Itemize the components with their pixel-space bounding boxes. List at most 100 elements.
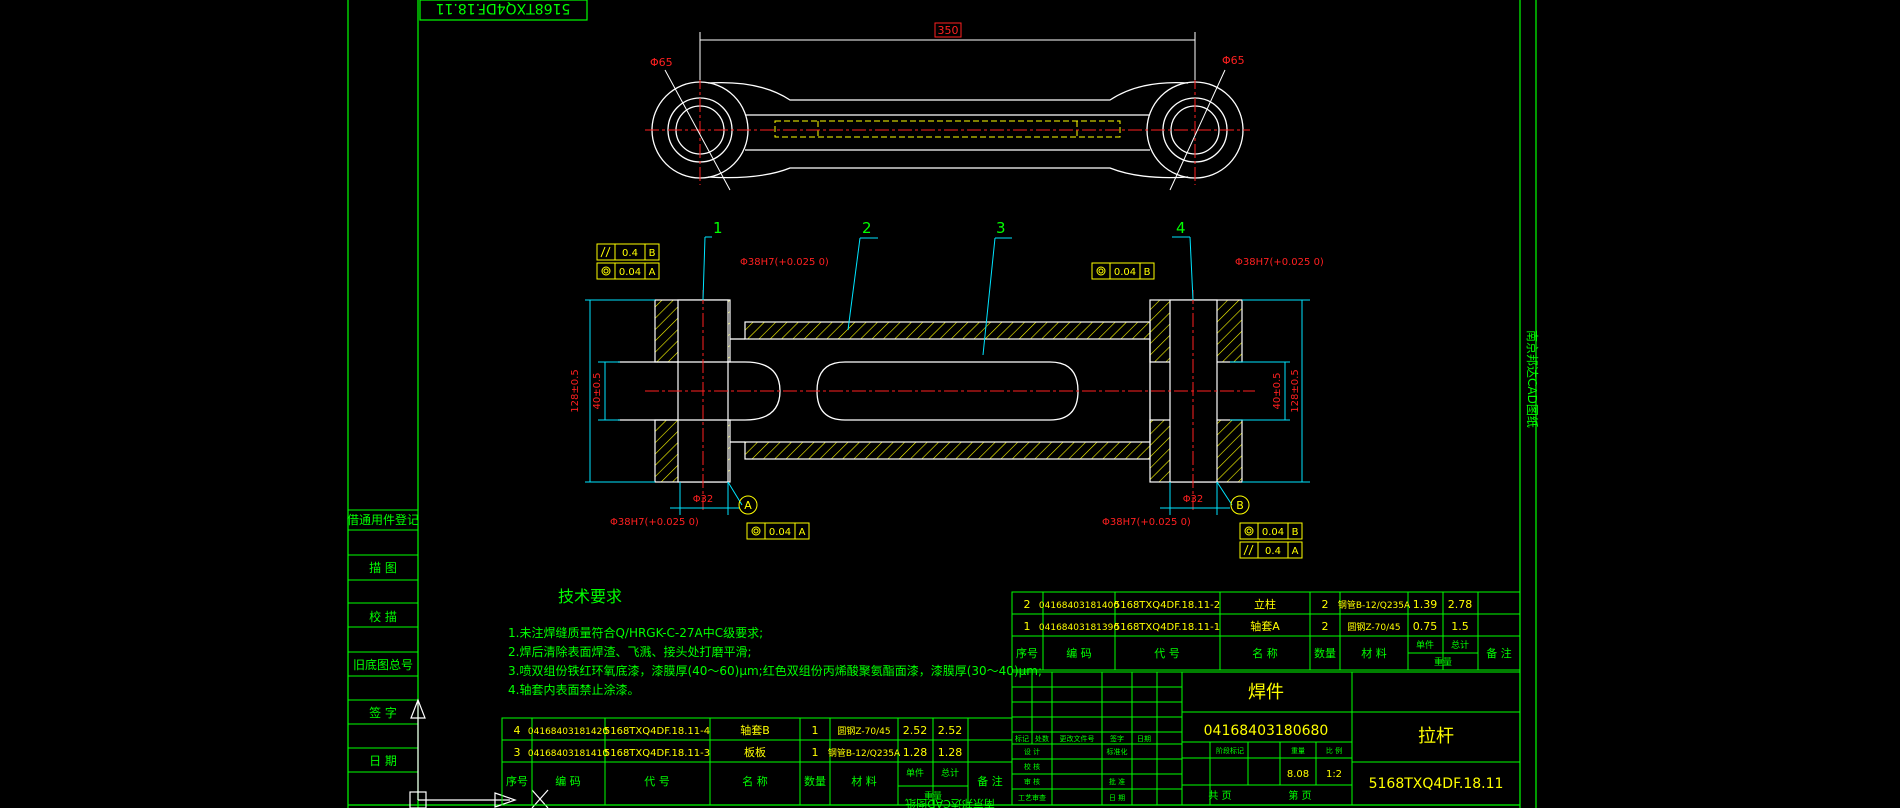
side-label-3: 旧底图总号 bbox=[353, 657, 413, 672]
title-fragment-text: 5168TXQ4DF.18.11 bbox=[436, 0, 571, 16]
title-code: 04168403180680 bbox=[1204, 723, 1329, 739]
bom-upper-r0-c6: 1.39 bbox=[1413, 598, 1438, 611]
bom-upper-h0: 序号 bbox=[1016, 646, 1038, 660]
dia-32-right: Φ32 bbox=[1183, 494, 1204, 505]
title-block: 焊件 04168403180680 拉杆 5168TXQ4DF.18.11 8.… bbox=[1011, 671, 1521, 806]
bom-upper-r0-c4: 2 bbox=[1322, 598, 1329, 611]
datum-a: A bbox=[744, 499, 752, 512]
bom-upper-r0-c1: 04168403181400 bbox=[1039, 601, 1119, 611]
dim-128-right: 128±0.5 bbox=[1290, 369, 1301, 412]
side-labels: 借通用件登记 描 图 校 描 旧底图总号 签 字 日 期 bbox=[347, 512, 419, 768]
bom-lower-h1: 编 码 bbox=[555, 774, 581, 788]
top-view-dimension bbox=[664, 32, 1226, 191]
bom-lower-r0-c7: 2.52 bbox=[938, 724, 963, 737]
bom-upper-r0-c3: 立柱 bbox=[1254, 597, 1276, 611]
bom-upper-h6: 单件 bbox=[1416, 639, 1434, 651]
bom-upper-h8: 备 注 bbox=[1486, 646, 1512, 660]
tol-datum-b-bottom-right: B bbox=[1292, 527, 1299, 538]
bom-upper-r1-c3: 轴套A bbox=[1250, 619, 1280, 633]
bom-upper-h3: 名 称 bbox=[1252, 646, 1278, 660]
tb-label-8: 重量 bbox=[1291, 747, 1305, 755]
bom-upper-h5: 材 料 bbox=[1361, 646, 1387, 660]
tb-label-4: 日期 bbox=[1137, 735, 1151, 743]
tol-datum-b-right-top: B bbox=[1144, 267, 1151, 278]
tb-label-0: 标记 bbox=[1015, 734, 1029, 743]
tech-requirements: 技术要求 1.未注焊缝质量符合Q/HRGK-C-27A中C级要求; 2.焊后清除… bbox=[508, 587, 1042, 697]
bom-lower-r1-c5: 钢管B-12/Q235A bbox=[828, 747, 901, 759]
bom-lower-h5: 材 料 bbox=[851, 774, 877, 788]
tb-label-6: 标准化 bbox=[1107, 747, 1128, 756]
tech-title: 技术要求 bbox=[558, 587, 622, 606]
tol-datum-a-bottom-left: A bbox=[799, 527, 806, 538]
balloon-4: 4 bbox=[1176, 219, 1186, 237]
bom-lower-r1-c0: 3 bbox=[514, 746, 521, 759]
title-type: 焊件 bbox=[1248, 682, 1284, 703]
side-label-5: 日 期 bbox=[369, 754, 397, 768]
bom-upper-r1-c4: 2 bbox=[1322, 620, 1329, 633]
bom-upper-weight: 重量 bbox=[1434, 656, 1452, 668]
tube-hatch-bottom bbox=[744, 441, 1151, 460]
section-view: 128±0.5 40±0.5 128±0.5 40±0.5 Φ32 Φ32 Φ3… bbox=[570, 219, 1324, 559]
bom-lower-r1-c1: 04168403181410 bbox=[528, 749, 608, 759]
tol-parallel-bottom-right: 0.4 bbox=[1265, 546, 1281, 557]
side-label-column bbox=[348, 509, 418, 773]
bom-lower-h8: 备 注 bbox=[977, 774, 1003, 788]
bom-upper-r0-c0: 2 bbox=[1024, 598, 1031, 611]
bom-upper: 2 04168403181400 5168TXQ4DF.18.11-2 立柱 2… bbox=[1011, 591, 1521, 671]
bom-lower-r1-c4: 1 bbox=[812, 746, 819, 759]
side-label-4: 签 字 bbox=[369, 705, 397, 720]
datum-b: B bbox=[1236, 499, 1244, 512]
bom-lower-h0: 序号 bbox=[506, 774, 528, 788]
bom-lower-r0-c0: 4 bbox=[514, 724, 521, 737]
tech-line-1: 1.未注焊缝质量符合Q/HRGK-C-27A中C级要求; bbox=[508, 625, 763, 640]
right-vertical-label: 南京邦达CAD图纸 bbox=[1525, 330, 1540, 428]
balloon-2: 2 bbox=[862, 219, 872, 237]
balloon-3: 3 bbox=[996, 219, 1006, 237]
dia-32-left: Φ32 bbox=[693, 494, 714, 505]
side-label-2: 校 描 bbox=[369, 609, 397, 624]
bom-lower-r0-c1: 04168403181420 bbox=[528, 727, 608, 737]
bom-lower-weight: 重量 bbox=[924, 790, 942, 802]
bom-lower-r1-c7: 1.28 bbox=[938, 746, 963, 759]
fit-right-top: Φ38H7(+0.025 0) bbox=[1235, 257, 1324, 268]
bottom-fragment: 南京邦达CAD图纸 bbox=[905, 797, 995, 808]
title-scale: 1:2 bbox=[1326, 769, 1342, 780]
bom-lower-r0-c3: 轴套B bbox=[740, 723, 770, 737]
tb-label-3: 签字 bbox=[1110, 734, 1124, 743]
tb-label-2: 更改文件号 bbox=[1060, 734, 1095, 743]
bom-lower-r1-c3: 板板 bbox=[744, 745, 766, 759]
bom-upper-r1-c0: 1 bbox=[1024, 620, 1031, 633]
tech-line-4: 4.轴套内表面禁止涂漆。 bbox=[508, 682, 639, 697]
bom-upper-h1: 编 码 bbox=[1066, 646, 1092, 660]
tb-label-14: 日 期 bbox=[1109, 794, 1125, 802]
dim-40-right: 40±0.5 bbox=[1272, 372, 1283, 409]
side-label-0: 借通用件登记 bbox=[347, 512, 419, 527]
tol-parallel-left: 0.4 bbox=[622, 248, 638, 259]
bom-upper-r0-c7: 2.78 bbox=[1448, 598, 1473, 611]
tol-datum-a-left: A bbox=[649, 267, 656, 278]
tb-label-1: 处数 bbox=[1035, 734, 1049, 743]
bom-lower-r0-c5: 圆钢Z-70/45 bbox=[837, 725, 890, 737]
tb-label-7: 阶段标记 bbox=[1216, 746, 1244, 755]
bom-upper-r0-c5: 钢管B-12/Q235A bbox=[1338, 599, 1411, 611]
balloon-1: 1 bbox=[713, 219, 723, 237]
bom-lower-r1-c2: 5168TXQ4DF.18.11-3 bbox=[604, 748, 710, 759]
tol-coax-right-top: 0.04 bbox=[1114, 267, 1136, 278]
bom-lower: 4 04168403181420 5168TXQ4DF.18.11-4 轴套B … bbox=[501, 717, 1013, 806]
bom-lower-h6: 单件 bbox=[906, 767, 924, 779]
tol-datum-a-bottom-right: A bbox=[1292, 546, 1299, 557]
bom-lower-h2: 代 号 bbox=[644, 775, 670, 788]
bom-upper-r1-c5: 圆钢Z-70/45 bbox=[1347, 621, 1400, 633]
bom-lower-h3: 名 称 bbox=[742, 774, 768, 788]
fit-left-bottom: Φ38H7(+0.025 0) bbox=[610, 517, 699, 528]
tb-label-11: 审 核 bbox=[1024, 777, 1040, 786]
title-weight: 8.08 bbox=[1287, 769, 1309, 780]
side-label-1: 描 图 bbox=[369, 561, 397, 575]
tube-hatch-top bbox=[744, 321, 1151, 340]
top-dia-left: Φ65 bbox=[650, 56, 673, 69]
tol-coax-bottom-right: 0.04 bbox=[1262, 527, 1284, 538]
tol-coax-bottom-left: 0.04 bbox=[769, 527, 791, 538]
tb-label-9: 比 例 bbox=[1326, 746, 1342, 755]
title-part-name: 拉杆 bbox=[1418, 726, 1454, 747]
